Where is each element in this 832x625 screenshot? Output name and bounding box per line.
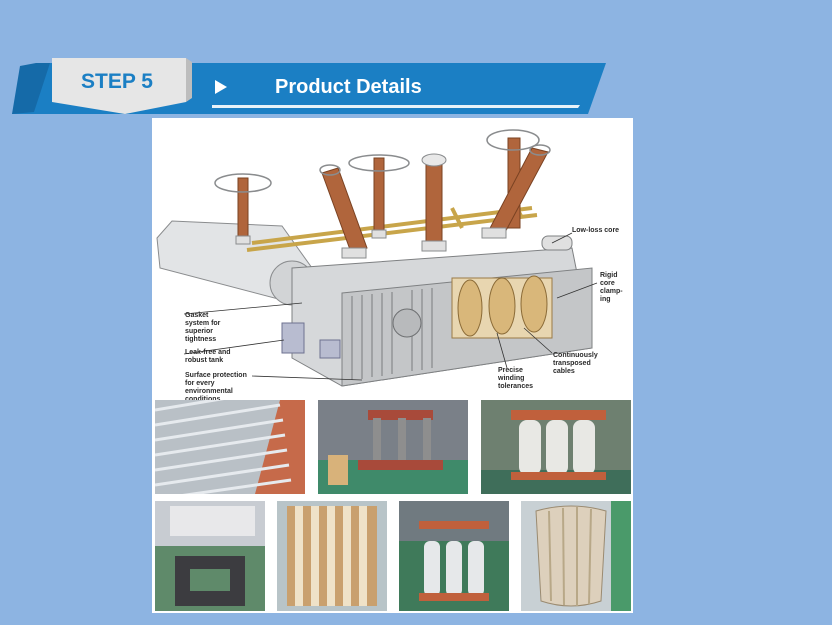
page-title: Product Details — [275, 76, 422, 98]
photo-core-laminations — [155, 400, 305, 494]
callout-rigid-core-clamping: Rigid core clamp- ing — [600, 272, 623, 303]
callout-leak-free-tank: Leak-free and robust tank — [185, 349, 231, 364]
callout-precise-winding: Precise winding tolerances — [498, 367, 534, 390]
play-triangle-icon — [215, 80, 227, 94]
step-label: STEP 5 — [81, 70, 153, 93]
photo-core-frame — [155, 501, 265, 611]
callout-gasket-system: Gasket system for superior tightness — [185, 312, 221, 343]
photo-winding-cylinder — [521, 501, 631, 611]
callout-low-loss-core: Low-loss core — [572, 227, 620, 234]
photo-core-assembly — [318, 400, 468, 494]
photo-active-part — [399, 501, 509, 611]
photo-insulation-cylinder — [277, 501, 387, 611]
callout-surface-protection: Surface protection for every environment… — [185, 372, 247, 403]
transformer-diagram — [152, 118, 633, 398]
callout-continuously-transposed: Continuously transposed cables — [553, 352, 598, 375]
header-banner — [12, 58, 606, 114]
photo-wound-coils — [481, 400, 631, 494]
